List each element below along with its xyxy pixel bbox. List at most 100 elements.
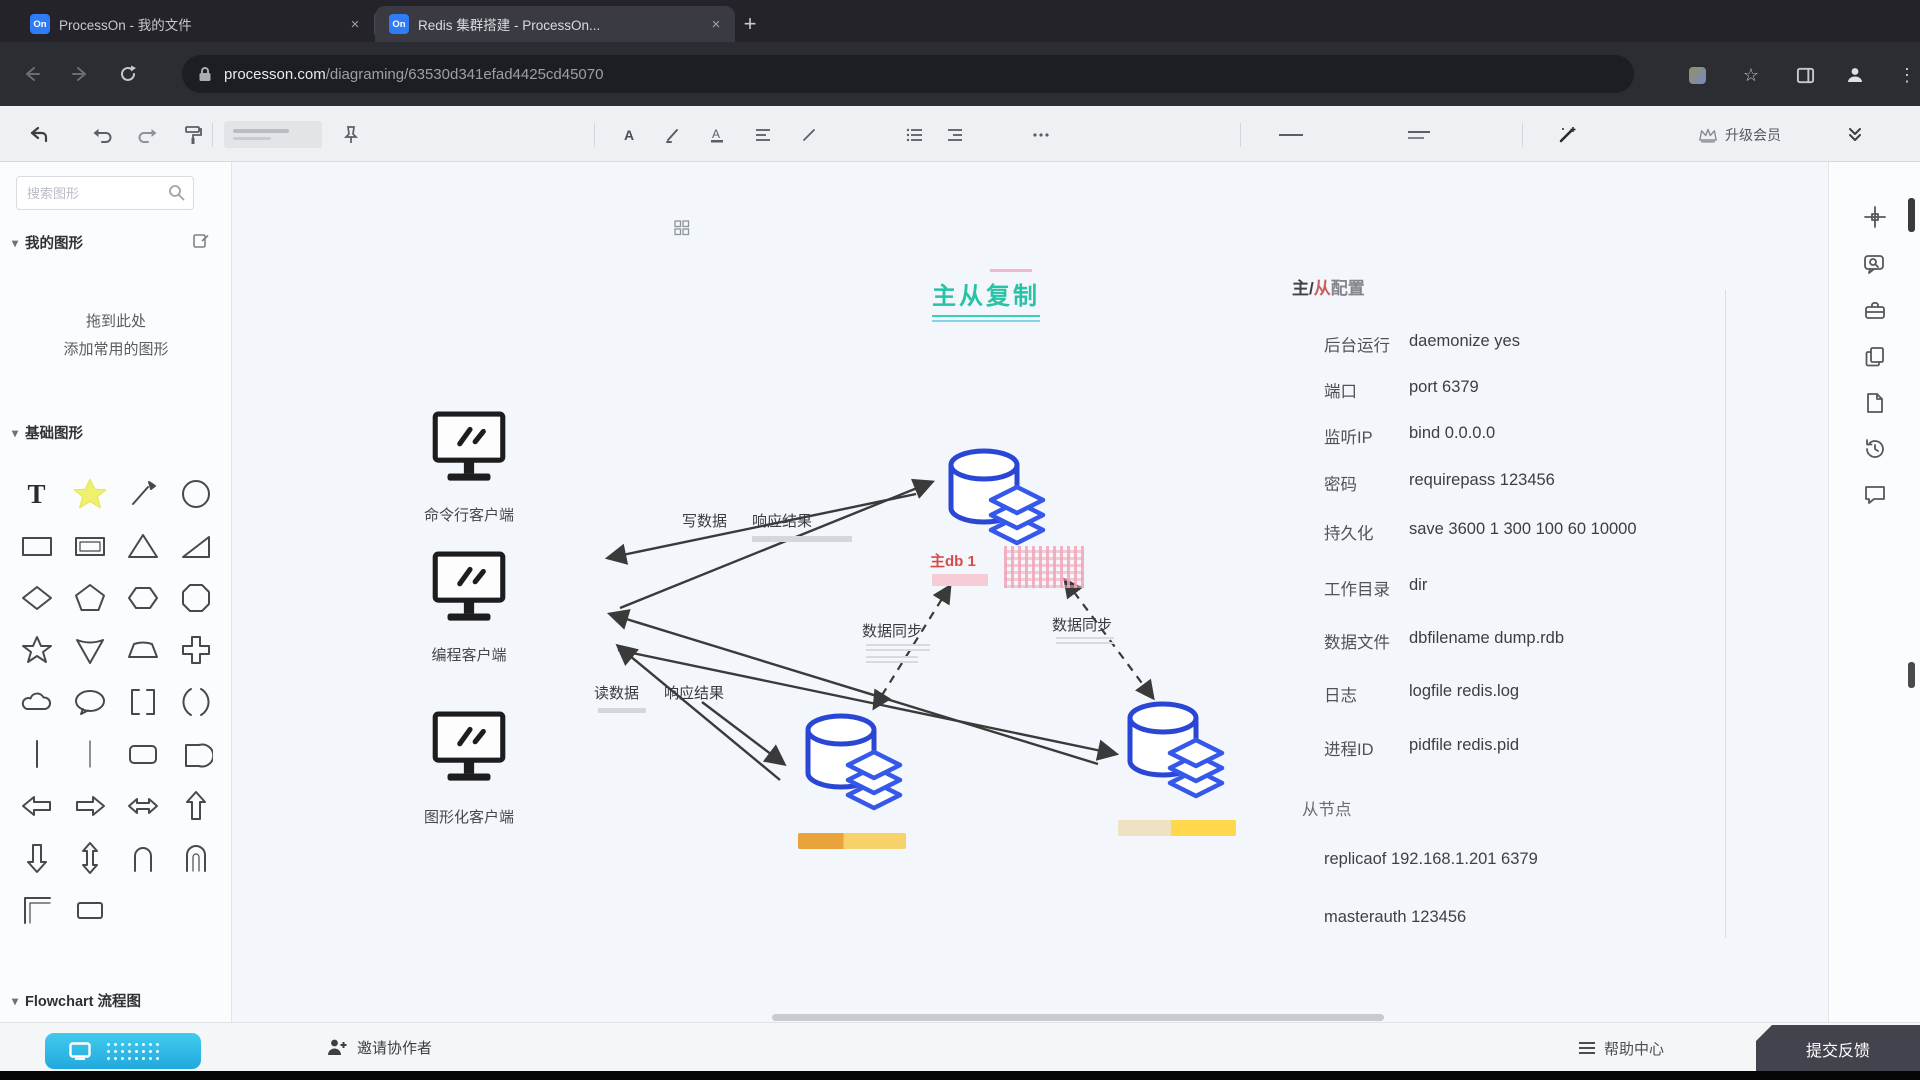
forward-button[interactable] (62, 56, 98, 92)
shape-octagon[interactable] (169, 572, 222, 624)
tab-processon-files[interactable]: On ProcessOn - 我的文件 × (16, 6, 374, 42)
node-redis-slave-2[interactable] (1122, 700, 1227, 810)
back-home-button[interactable] (24, 120, 54, 150)
node-cli-client[interactable] (430, 410, 508, 503)
shape-pen-tool[interactable] (116, 468, 169, 520)
shape-double-bracket[interactable] (116, 676, 169, 728)
position-tool-icon[interactable] (1862, 204, 1888, 230)
beautify-wand-icon[interactable] (1552, 120, 1582, 150)
node-gui-client[interactable] (430, 710, 508, 803)
shape-cone[interactable] (63, 624, 116, 676)
shape-arrow-horizontal[interactable] (116, 780, 169, 832)
config-slave-line[interactable]: replicaof 192.168.1.201 6379 (1324, 850, 1538, 868)
label-read-response[interactable]: 响应结果 (664, 685, 725, 702)
shape-arrow-right[interactable] (63, 780, 116, 832)
side-panel-icon[interactable] (1792, 62, 1818, 88)
line-style-button[interactable] (1276, 120, 1306, 150)
shape-trapezoid[interactable] (116, 624, 169, 676)
page-scrollbar-thumb-2[interactable] (1908, 662, 1915, 688)
manage-shapes-icon[interactable] (192, 232, 210, 255)
new-tab-button[interactable]: + (743, 11, 757, 36)
browser-menu-icon[interactable]: ⋮ (1898, 64, 1916, 85)
more-options-icon[interactable] (1026, 120, 1056, 150)
site-info-icon[interactable] (198, 66, 212, 82)
reload-button[interactable] (110, 56, 146, 92)
profile-avatar-icon[interactable] (1842, 62, 1868, 88)
config-slave-line[interactable]: masterauth 123456 (1324, 908, 1467, 926)
label-sync-right[interactable]: 数据同步 (1052, 617, 1113, 634)
bold-button[interactable]: A (614, 120, 644, 150)
comment-icon[interactable] (1862, 482, 1888, 508)
shape-vertical-line[interactable] (10, 728, 63, 780)
shape-vertical-line-thin[interactable] (63, 728, 116, 780)
shape-cloud[interactable] (10, 676, 63, 728)
shape-double-paren[interactable] (169, 676, 222, 728)
canvas-horizontal-scrollbar[interactable] (772, 1014, 1384, 1021)
shape-text-tool[interactable]: T (27, 478, 46, 509)
close-tab-icon[interactable]: × (711, 15, 721, 33)
node-label-gui-client[interactable]: 图形化客户端 (423, 809, 514, 826)
label-read-data[interactable]: 读数据 (594, 685, 640, 702)
font-select[interactable] (224, 121, 322, 148)
connector-write-response[interactable] (604, 492, 917, 565)
node-label-cli-client[interactable]: 命令行客户端 (423, 507, 514, 524)
address-bar[interactable]: processon.com/diagraming/63530d341efad44… (182, 55, 1634, 93)
shape-arrow-left[interactable] (10, 780, 63, 832)
upgrade-button[interactable]: 升级会员 (1698, 121, 1781, 149)
collapse-toolbar-icon[interactable] (1840, 120, 1870, 150)
redo-button[interactable] (132, 120, 162, 150)
bookmark-star-icon[interactable]: ☆ (1742, 64, 1760, 85)
shape-star-highlighted[interactable] (63, 468, 116, 520)
diagram-title[interactable]: 主从复制 (932, 269, 1040, 322)
shape-star[interactable] (10, 624, 63, 676)
connector-write[interactable] (619, 478, 936, 610)
tab-redis-diagram-active[interactable]: On Redis 集群搭建 - ProcessOn... × (375, 6, 735, 42)
shape-rectangle[interactable] (10, 520, 63, 572)
help-center-button[interactable]: 帮助中心 (1578, 1033, 1664, 1063)
connector-read-slave2[interactable] (617, 648, 1120, 761)
shape-callout[interactable] (63, 676, 116, 728)
history-icon[interactable] (1862, 436, 1888, 462)
undo-button[interactable] (88, 120, 118, 150)
connector-read-response-slave2[interactable] (606, 609, 1099, 766)
shape-right-triangle[interactable] (169, 520, 222, 572)
connector-read-slave1[interactable] (701, 701, 787, 766)
toolbox-icon[interactable] (1862, 298, 1888, 324)
format-painter-button[interactable] (178, 120, 208, 150)
shape-search-input[interactable] (16, 176, 194, 210)
shape-diamond[interactable] (10, 572, 63, 624)
config-slave-title[interactable]: 从节点 (1302, 801, 1352, 819)
label-sync-left[interactable]: 数据同步 (862, 623, 923, 640)
section-my-shapes[interactable]: ▾ 我的图形 (12, 232, 83, 253)
shape-arrow-down[interactable] (10, 832, 63, 884)
node-redis-master[interactable] (943, 447, 1048, 557)
indent-button[interactable] (940, 120, 970, 150)
section-flowchart[interactable]: ▾ Flowchart 流程图 (12, 990, 141, 1011)
shape-rectangle-small[interactable] (63, 884, 116, 936)
shape-arc-2[interactable] (169, 832, 222, 884)
document-icon[interactable] (1862, 390, 1888, 416)
connector-sync-slave2[interactable] (1063, 577, 1155, 701)
close-tab-icon[interactable]: × (350, 15, 360, 33)
connector-read-response-slave1[interactable] (615, 643, 781, 781)
diagram-canvas[interactable]: 主从复制 命令行客户端 编程客户端 图形化客户端 主 (232, 162, 1828, 1022)
shape-rounded-rectangle[interactable] (116, 728, 169, 780)
text-color-button[interactable]: A (702, 120, 732, 150)
copy-pages-icon[interactable] (1862, 344, 1888, 370)
find-shape-icon[interactable] (1862, 252, 1888, 278)
shape-circle[interactable] (169, 468, 222, 520)
submit-feedback-button[interactable]: 提交反馈 (1756, 1025, 1920, 1072)
shape-d-shape[interactable] (169, 728, 222, 780)
line-weight-button[interactable] (1404, 120, 1434, 150)
extension-icon[interactable] (1684, 62, 1710, 88)
shape-cross[interactable] (169, 624, 222, 676)
label-write-data[interactable]: 写数据 (682, 513, 728, 530)
node-programming-client[interactable] (430, 550, 508, 643)
shape-triangle[interactable] (116, 520, 169, 572)
shape-arrow-vertical[interactable] (63, 832, 116, 884)
page-scrollbar-thumb[interactable] (1908, 198, 1915, 232)
config-title[interactable]: 主/从配置 (1292, 274, 1365, 299)
node-redis-slave-1[interactable] (800, 712, 905, 822)
shape-arrow-up[interactable] (169, 780, 222, 832)
shape-rectangle-styled[interactable] (63, 520, 116, 572)
